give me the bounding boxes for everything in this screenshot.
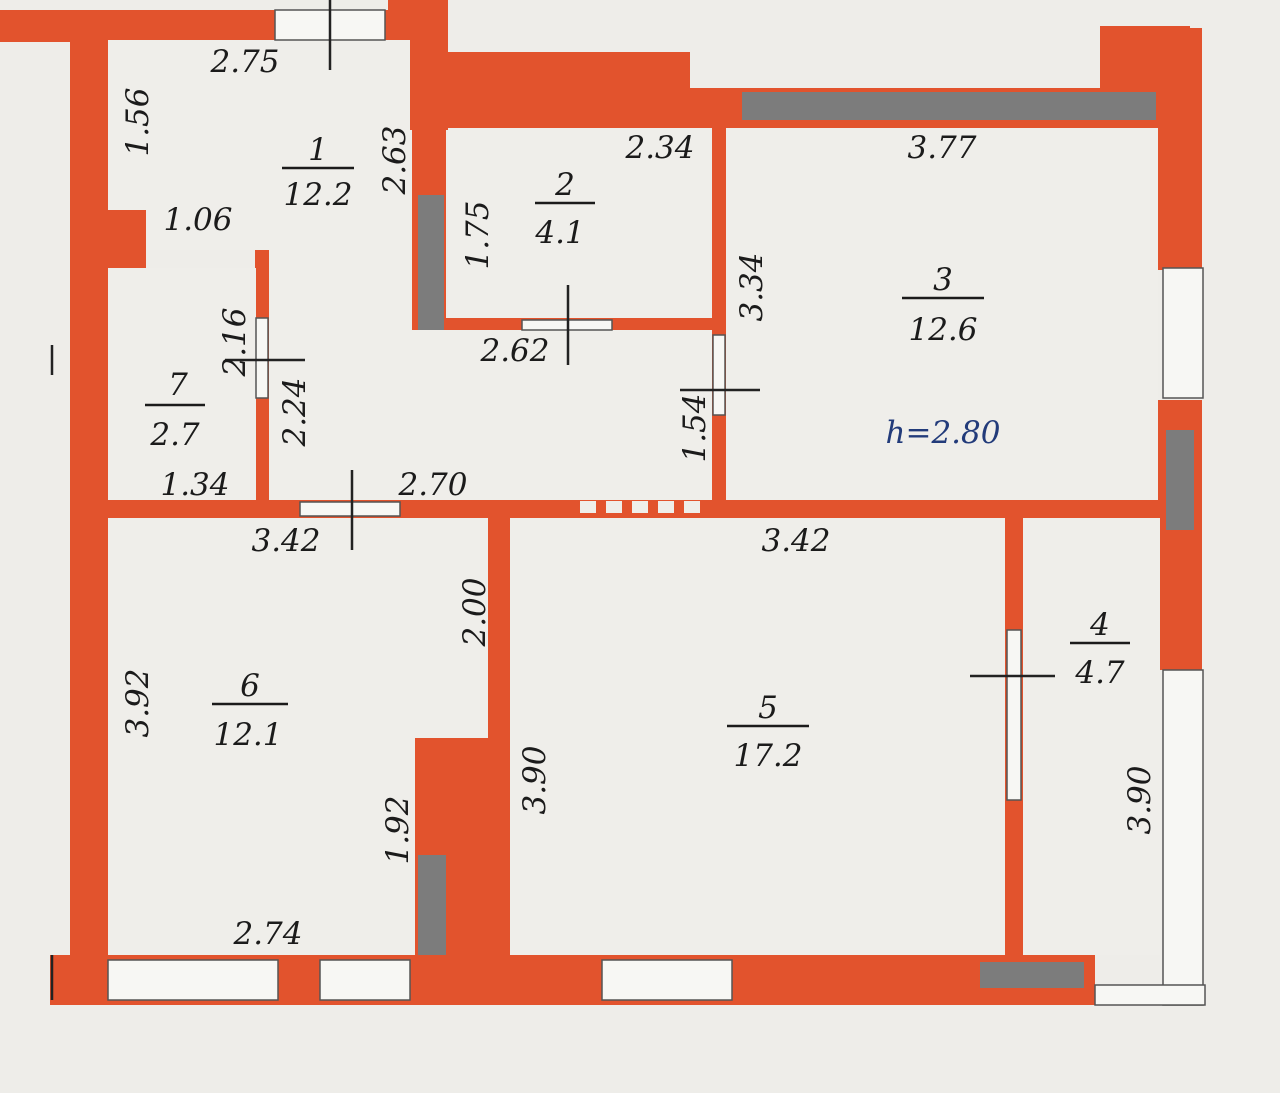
window-room-3 — [1162, 267, 1204, 399]
room-6-number: 6 — [240, 668, 260, 704]
dim-3-90-right: 3.90 — [1122, 765, 1158, 834]
window-room-6-a — [107, 959, 279, 1001]
door-room-7 — [255, 317, 269, 399]
dim-3-42-left: 3.42 — [251, 523, 320, 559]
window-room-4 — [1162, 669, 1204, 1006]
room-1-area: 12.2 — [283, 177, 352, 213]
room-labels: 1 12.2 2 4.1 3 12.6 h=2.80 4 4.7 5 17.2 … — [145, 132, 1130, 774]
room-2-area: 4.1 — [534, 215, 584, 251]
room-4-number: 4 — [1089, 607, 1110, 643]
room-7-area: 2.7 — [149, 417, 200, 453]
dim-2-16: 2.16 — [217, 307, 253, 377]
dim-1-34: 1.34 — [160, 467, 229, 503]
door-room-4 — [1006, 629, 1022, 801]
room-5-area: 17.2 — [733, 738, 802, 774]
dimension-labels: 2.75 1.56 2.63 1.06 2.34 1.75 2.62 3.77 … — [120, 44, 1158, 952]
dim-3-42-right: 3.42 — [761, 523, 830, 559]
dim-2-24: 2.24 — [277, 377, 313, 447]
dim-3-90-mid: 3.90 — [517, 745, 553, 814]
dim-2-34: 2.34 — [624, 130, 694, 166]
dim-1-92: 1.92 — [380, 795, 416, 864]
dim-2-00: 2.00 — [457, 577, 493, 647]
room-7-floor — [108, 268, 256, 500]
room-1-number: 1 — [308, 132, 328, 168]
window-room-5 — [601, 959, 733, 1001]
openings — [50, 0, 1206, 1006]
room-2-number: 2 — [554, 167, 575, 203]
room-4-floor — [1023, 518, 1160, 955]
dim-2-63: 2.63 — [377, 125, 413, 195]
dim-3-77: 3.77 — [907, 130, 976, 166]
ceiling-height: h=2.80 — [886, 415, 1001, 451]
room-6-floor — [108, 518, 488, 955]
room-3-number: 3 — [933, 262, 953, 298]
room-7-number: 7 — [168, 367, 188, 403]
dim-1-06: 1.06 — [163, 202, 232, 238]
dim-2-74: 2.74 — [232, 916, 302, 952]
room-3-floor — [726, 128, 1158, 500]
dim-1-75: 1.75 — [460, 200, 496, 269]
dim-1-54: 1.54 — [677, 393, 713, 462]
dim-2-70: 2.70 — [397, 467, 467, 503]
window-room-6-b — [319, 959, 411, 1001]
dim-1-56: 1.56 — [120, 87, 156, 156]
dim-3-34: 3.34 — [734, 252, 770, 321]
door-room-6 — [299, 501, 401, 517]
room-5-floor — [510, 518, 1005, 955]
room-3-area: 12.6 — [908, 312, 977, 348]
rooms-fill — [108, 40, 1160, 955]
dim-3-92: 3.92 — [120, 668, 156, 737]
room-2-floor — [448, 128, 710, 318]
door-room-3 — [712, 334, 726, 416]
gray-partitions — [418, 92, 1194, 988]
dim-2-75: 2.75 — [209, 44, 279, 80]
dim-2-62: 2.62 — [479, 333, 549, 369]
room-6-area: 12.1 — [213, 717, 282, 753]
room-5-number: 5 — [758, 690, 778, 726]
room-4-area: 4.7 — [1074, 655, 1125, 691]
room-1-floor — [108, 40, 712, 500]
